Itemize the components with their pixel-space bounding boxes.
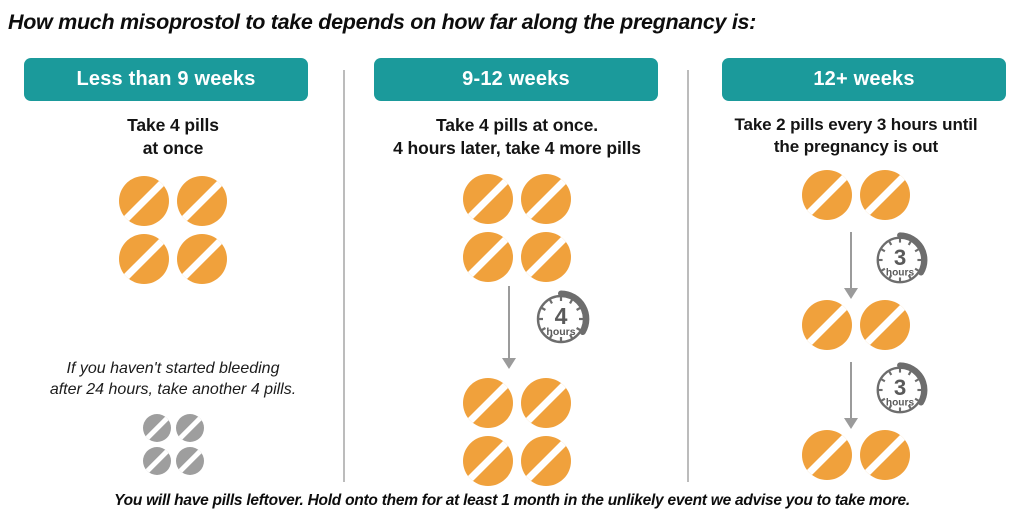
- pill-icon: [521, 232, 571, 282]
- instruction-line: the pregnancy is out: [773, 137, 939, 157]
- pill-icon: [802, 430, 852, 480]
- instruction-text-col2: Take 4 pills at once. 4 hours later, tak…: [352, 114, 682, 160]
- pill-icon: [521, 378, 571, 428]
- clock-unit: hours: [886, 267, 915, 278]
- pill-group-col3-dose2: [696, 300, 1016, 350]
- instruction-text-col1: Take 4 pills at once: [8, 114, 338, 160]
- pill-icon: [177, 176, 227, 226]
- pill-icon: [463, 378, 513, 428]
- page-title: How much misoprostol to take depends on …: [8, 10, 757, 34]
- column-less-than-9-weeks: Less than 9 weeks Take 4 pills at once I…: [8, 52, 338, 482]
- instruction-line: Take 4 pills at once.: [436, 115, 598, 135]
- pill-icon-grey: [175, 447, 204, 475]
- clock-icon-3-hours-2: 3 hours: [870, 360, 930, 420]
- pill-icon: [521, 436, 571, 486]
- instruction-text-col3: Take 2 pills every 3 hours until the pre…: [696, 114, 1016, 159]
- wait-arrow-col3-1: [844, 232, 858, 300]
- column-header-less-than-9-weeks: Less than 9 weeks: [24, 58, 308, 101]
- clock-value: 4: [555, 303, 568, 329]
- columns-container: Less than 9 weeks Take 4 pills at once I…: [0, 52, 1024, 486]
- pill-icon: [463, 174, 513, 224]
- column-12-plus-weeks: 12+ weeks Take 2 pills every 3 hours unt…: [696, 52, 1016, 482]
- pill-group-col2-dose1: [352, 174, 682, 282]
- instruction-line: at once: [142, 138, 204, 159]
- instruction-line: Take 2 pills every 3 hours until: [734, 115, 978, 134]
- clock-icon-3-hours-1: 3 hours: [870, 230, 930, 290]
- pill-icon: [177, 234, 227, 284]
- column-divider-2: [687, 70, 689, 482]
- wait-arrow-col2: [502, 286, 516, 370]
- note-line: If you haven't started bleeding: [66, 360, 280, 377]
- wait-arrow-col3-2: [844, 362, 858, 430]
- pill-icon: [463, 436, 513, 486]
- pill-icon-grey: [175, 414, 204, 442]
- instruction-line: 4 hours later, take 4 more pills: [393, 138, 641, 159]
- pill-group-col3-dose1: [696, 170, 1016, 220]
- pill-group-col1-optional: [8, 414, 338, 475]
- pill-icon-grey: [142, 447, 171, 475]
- pill-group-col1-dose1: [8, 176, 338, 284]
- pill-icon: [802, 170, 852, 220]
- pill-icon: [860, 300, 910, 350]
- footer-note: You will have pills leftover. Hold onto …: [114, 492, 910, 509]
- pill-icon: [119, 234, 169, 284]
- pill-icon: [860, 170, 910, 220]
- column-9-12-weeks: 9-12 weeks Take 4 pills at once. 4 hours…: [352, 52, 682, 486]
- clock-value: 3: [894, 245, 906, 270]
- column-divider-1: [343, 70, 345, 482]
- pill-icon-grey: [142, 414, 171, 442]
- column-header-9-12-weeks: 9-12 weeks: [374, 58, 658, 101]
- clock-unit: hours: [886, 397, 915, 408]
- column-header-12-plus-weeks: 12+ weeks: [722, 58, 1006, 101]
- pill-icon: [860, 430, 910, 480]
- pill-icon: [463, 232, 513, 282]
- pill-icon: [521, 174, 571, 224]
- clock-value: 3: [894, 375, 906, 400]
- pill-group-col3-dose3: [696, 430, 1016, 480]
- pill-icon: [119, 176, 169, 226]
- pill-icon: [802, 300, 852, 350]
- clock-unit: hours: [546, 326, 575, 338]
- note-line: after 24 hours, take another 4 pills.: [49, 381, 297, 399]
- pill-group-col2-dose2: [352, 378, 682, 486]
- clock-icon-4-hours: 4 hours: [530, 288, 592, 350]
- instruction-line: Take 4 pills: [127, 115, 219, 135]
- note-text-col1: If you haven't started bleeding after 24…: [8, 358, 338, 401]
